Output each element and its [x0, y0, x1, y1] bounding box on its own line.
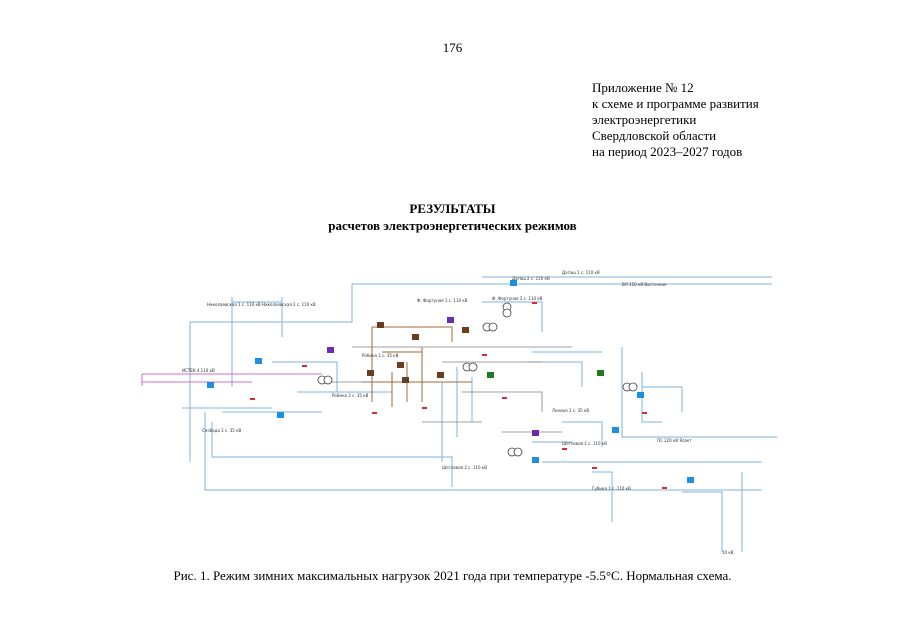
appendix-line: на период 2023–2027 годов: [592, 144, 743, 159]
figure-caption: Рис. 1. Режим зимних максимальных нагруз…: [173, 568, 732, 583]
bus-label: Шегловая 1 с. 110 кВ: [562, 441, 607, 446]
title-line-1: РЕЗУЛЬТАТЫ: [409, 201, 496, 216]
appendix-block: Приложение № 12 к схеме и программе разв…: [592, 80, 759, 160]
document-title: РЕЗУЛЬТАТЫ расчетов электроэнергетически…: [0, 200, 905, 234]
appendix-line: Приложение № 12: [592, 80, 694, 95]
bus-label: Робина 1 с. 35 кВ: [362, 353, 399, 358]
bus-label: Шегловая 2 с. 110 кВ: [442, 465, 487, 470]
bus-label: Ф. Фортуная 1 с. 110 кВ: [417, 298, 468, 303]
appendix-line: электроэнергетики: [592, 112, 697, 127]
bus-label: Николаевская 2 с. 110 кВ: [262, 302, 316, 307]
bus-label: Николаевская 1 с. 110 кВ: [207, 302, 261, 307]
page-number: 176: [442, 40, 463, 55]
bus-label: Ленина 1 с. 35 кВ: [552, 408, 589, 413]
bus-label: 10 кВ: [722, 550, 734, 555]
line-label: ПС 220 кВ Ясвет: [657, 438, 692, 443]
bus-label: Слобода 1 с. 35 кВ: [202, 428, 242, 433]
bus-label: Губина 1 с. 110 кВ: [592, 486, 631, 491]
line-label: ВЛ 110 кВ Восточная: [622, 282, 667, 287]
appendix-line: Свердловской области: [592, 128, 717, 143]
grid-schematic: Дагаш 1 с. 110 кВ Дагаш 2 с. 110 кВ Нико…: [141, 270, 777, 555]
bus-label: Дагаш 2 с. 110 кВ: [512, 276, 550, 281]
appendix-line: к схеме и программе развития: [592, 96, 759, 111]
bus-label: Ф. Фортуная 2 с. 110 кВ: [492, 296, 543, 301]
power-grid-diagram: Дагаш 1 с. 110 кВ Дагаш 2 с. 110 кВ Нико…: [122, 262, 777, 562]
bus-label: ИСТЕК 4 110 кВ: [182, 368, 215, 373]
bus-label: Дагаш 1 с. 110 кВ: [562, 270, 600, 275]
bus-label: Робина 2 с. 35 кВ: [332, 393, 369, 398]
title-line-2: расчетов электроэнергетических режимов: [328, 218, 577, 233]
